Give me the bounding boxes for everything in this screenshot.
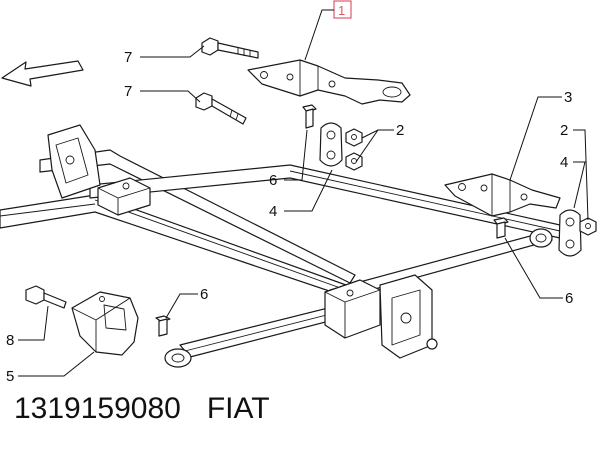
bump-stop-housing bbox=[71, 291, 139, 356]
nut-lower bbox=[345, 152, 363, 171]
callout-7-lower: 7 bbox=[124, 83, 132, 100]
callout-2-upper: 2 bbox=[396, 122, 404, 139]
callout-6-upper: 6 bbox=[269, 172, 277, 189]
callout-6-right: 6 bbox=[565, 290, 573, 307]
mounting-bracket-left bbox=[247, 59, 411, 105]
callout-1: 1 bbox=[338, 3, 345, 18]
callout-4-upper: 4 bbox=[269, 203, 277, 220]
stud-lower bbox=[155, 315, 171, 337]
callout-6-lower: 6 bbox=[200, 286, 208, 303]
bolt-lower bbox=[195, 92, 247, 125]
bolt-upper bbox=[201, 37, 259, 59]
nut-right bbox=[579, 217, 597, 236]
part-number: 1319159080 bbox=[14, 392, 181, 425]
stud-upper bbox=[302, 104, 317, 129]
bolt-bumper bbox=[25, 285, 67, 309]
callout-4-right: 4 bbox=[560, 154, 568, 171]
callout-8: 8 bbox=[6, 332, 14, 349]
direction-arrow-icon bbox=[1, 60, 84, 87]
part-caption: 1319159080 FIAT bbox=[14, 392, 270, 426]
shackle-link-right bbox=[558, 209, 582, 257]
callout-7-upper: 7 bbox=[124, 49, 132, 66]
callout-3: 3 bbox=[564, 89, 572, 106]
callout-5: 5 bbox=[6, 368, 14, 385]
leader-lines bbox=[18, 9, 589, 377]
leaf-spring-assembly bbox=[0, 124, 561, 368]
shackle-link-left bbox=[319, 122, 343, 167]
brand-name: FIAT bbox=[206, 392, 270, 425]
nut-upper bbox=[345, 128, 363, 147]
callout-2-right: 2 bbox=[560, 122, 568, 139]
stud-right bbox=[493, 217, 509, 239]
mounting-bracket-right bbox=[444, 173, 561, 217]
